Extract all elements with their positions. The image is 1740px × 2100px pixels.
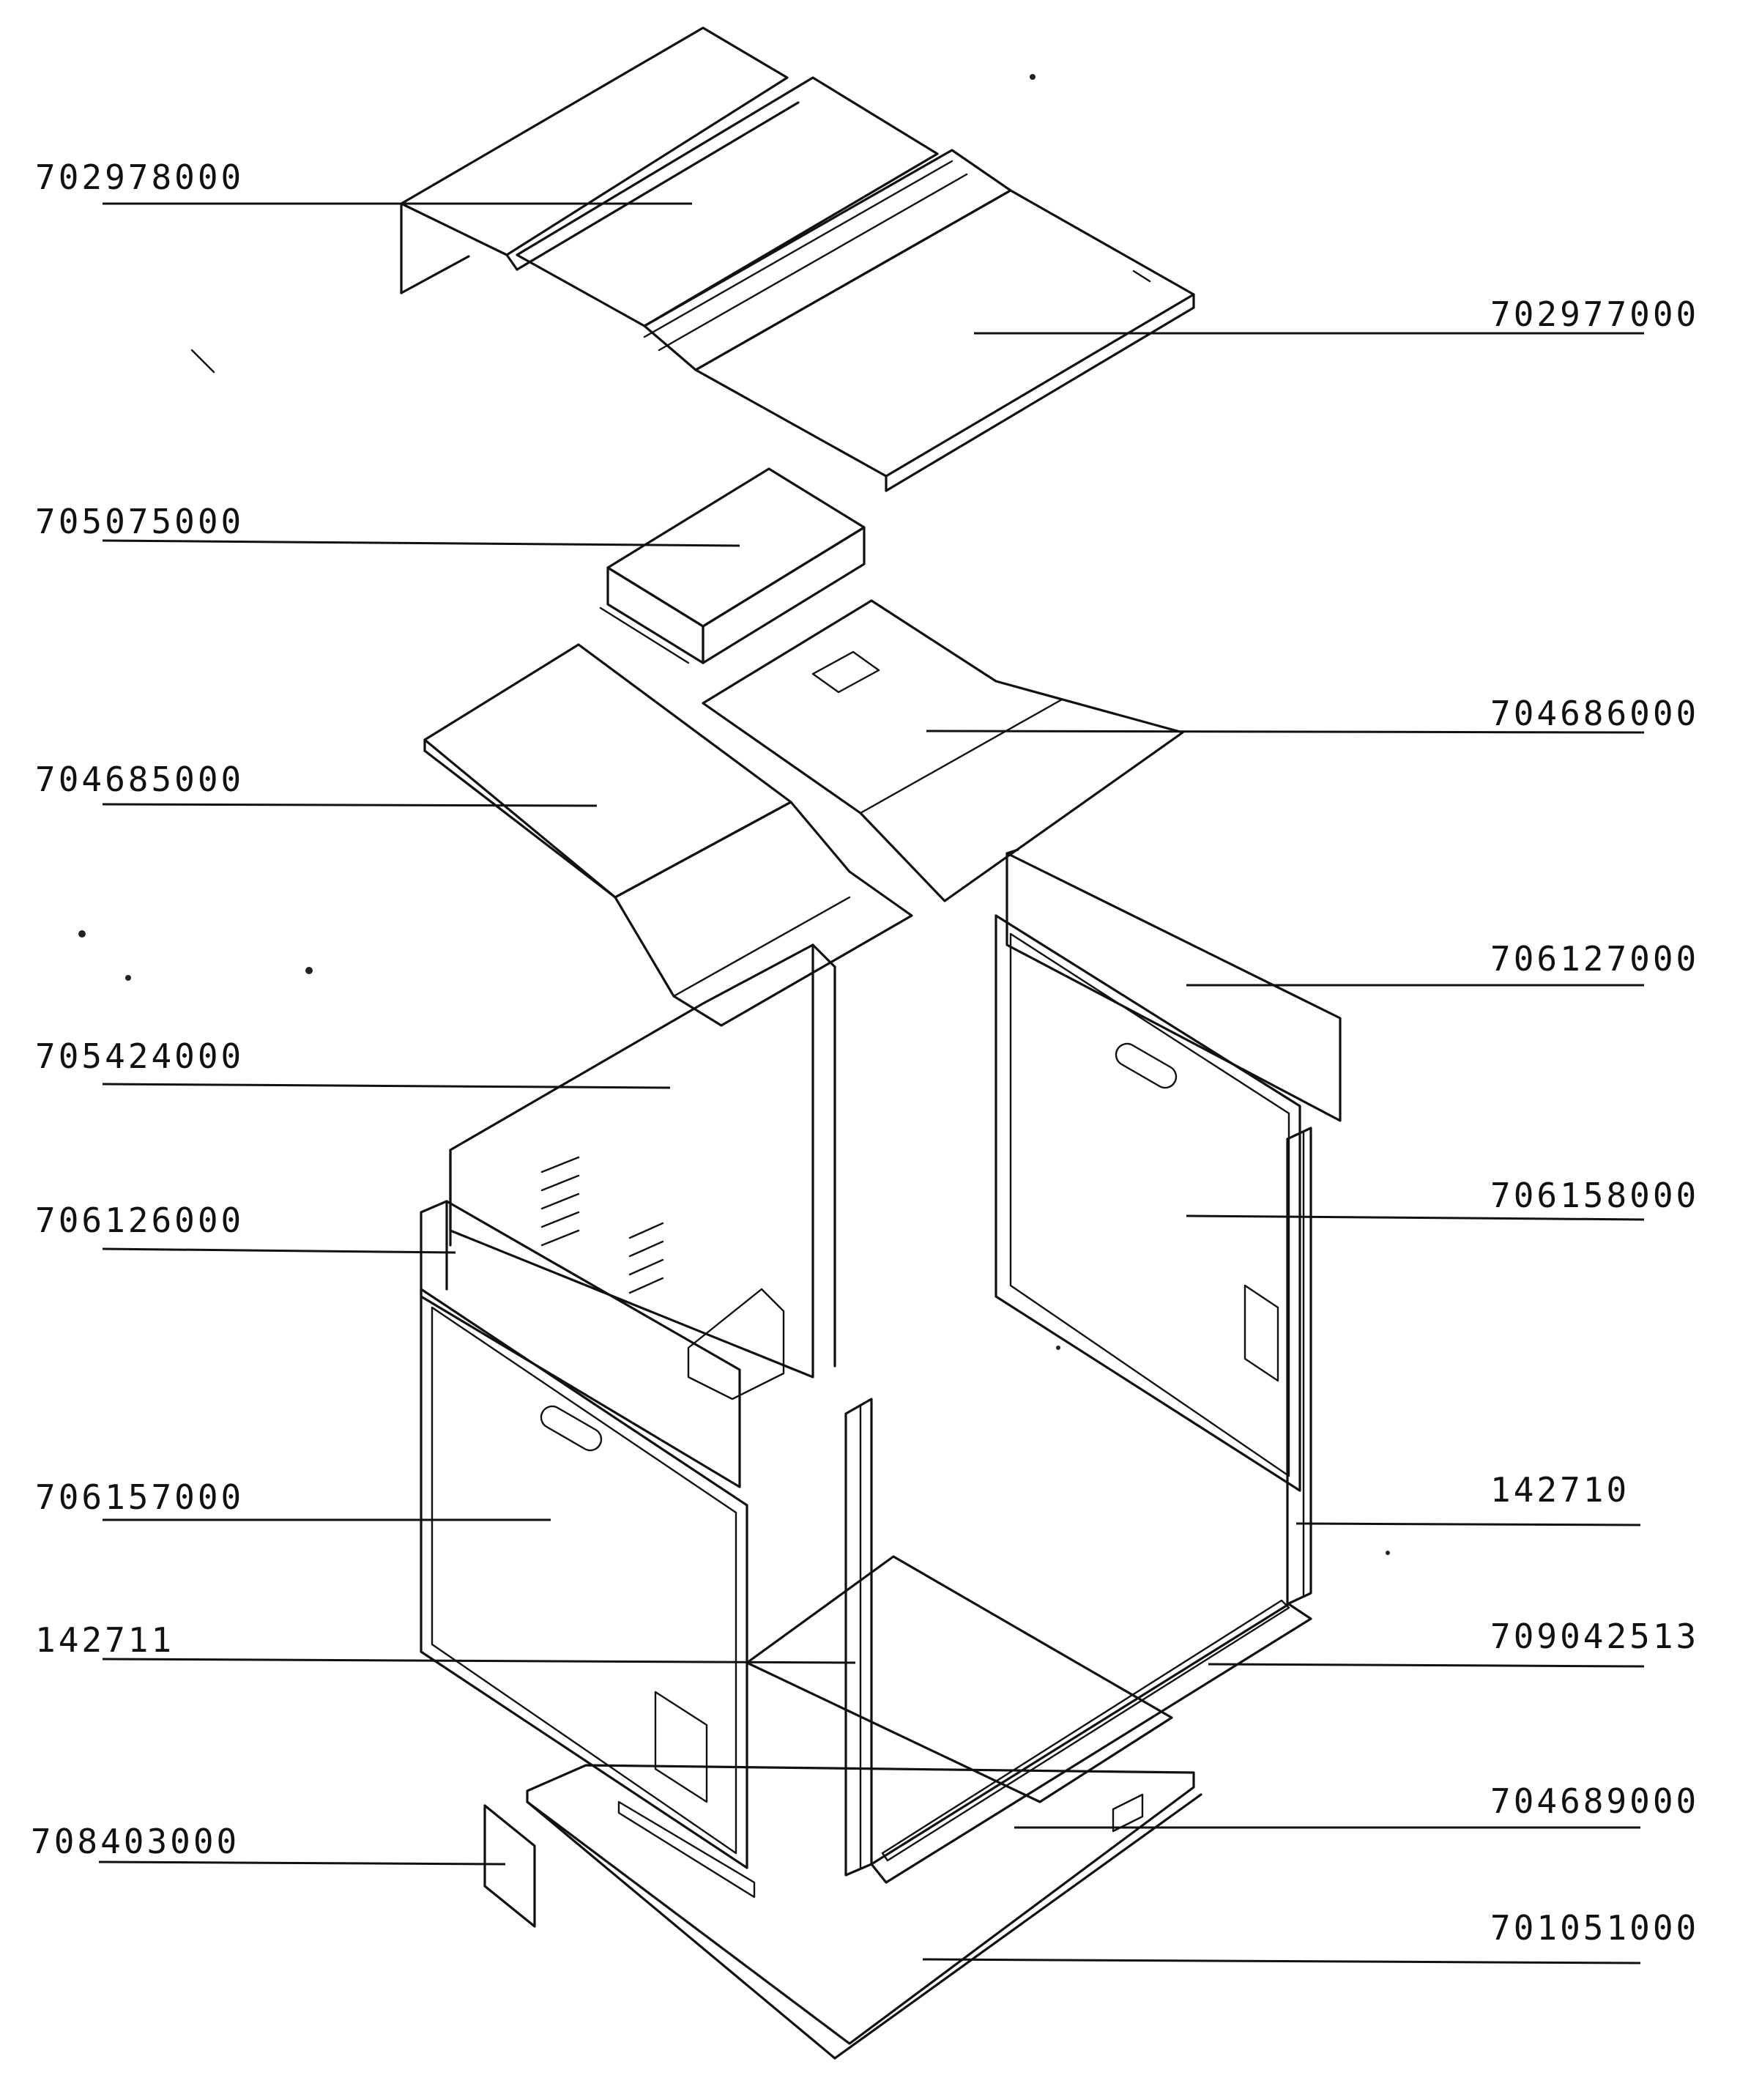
callout-708403000: 708403000 (31, 1822, 506, 1866)
callout-label: 704689000 (1490, 1781, 1699, 1821)
callout-label: 702977000 (1490, 294, 1699, 334)
callout-label: 709042513 (1490, 1617, 1699, 1656)
callout-label: 701051000 (1490, 1908, 1699, 1948)
callout-704689000: 704689000 (1014, 1781, 1699, 1829)
base-plate (526, 1764, 1202, 2060)
small-plate (483, 1804, 536, 1928)
callout-label: 702978000 (35, 157, 244, 197)
bottom-front-frame (746, 1555, 1312, 1884)
callout-label: 704685000 (35, 760, 244, 799)
front-vertical-trim (844, 1398, 873, 1877)
callout-label: 706126000 (35, 1201, 244, 1240)
callout-label: 706158000 (1490, 1176, 1699, 1215)
callout-704686000: 704686000 (926, 694, 1699, 734)
callout-142711: 142711 (35, 1620, 856, 1664)
rear-panel (449, 943, 836, 1400)
callout-704685000: 704685000 (35, 760, 598, 807)
control-box (599, 467, 866, 664)
callout-709042513: 709042513 (1208, 1617, 1699, 1668)
callout-706127000: 706127000 (1186, 939, 1699, 987)
callout-705075000: 705075000 (35, 502, 740, 547)
callout-label: 706157000 (35, 1477, 244, 1517)
callout-706158000: 706158000 (1186, 1176, 1699, 1221)
callout-701051000: 701051000 (922, 1908, 1699, 1964)
callout-label: 142710 (1490, 1470, 1629, 1510)
top-cover-rear-panel (400, 26, 800, 294)
callout-702978000: 702978000 (35, 157, 692, 205)
inner-top-right-panel (702, 599, 1184, 902)
right-vertical-trim (1286, 1127, 1312, 1606)
callout-label: 705075000 (35, 502, 244, 541)
callout-label: 705424000 (35, 1036, 244, 1076)
callout-706157000: 706157000 (35, 1477, 551, 1521)
callout-label: 706127000 (1490, 939, 1699, 979)
right-side-top-strip (1005, 848, 1342, 1122)
callout-label: 704686000 (1490, 694, 1699, 733)
callout-702977000: 702977000 (974, 294, 1699, 335)
callout-label: 708403000 (31, 1822, 239, 1861)
left-side-top-strip (420, 1200, 741, 1488)
left-side-panel (420, 1288, 748, 1869)
inner-top-left-panel (423, 643, 913, 1027)
callout-label: 142711 (35, 1620, 174, 1660)
callout-706126000: 706126000 (35, 1201, 456, 1254)
callout-705424000: 705424000 (35, 1036, 671, 1089)
callout-142710: 142710 (1295, 1470, 1641, 1526)
top-cover-front-panel (516, 76, 1195, 492)
right-side-panel (994, 914, 1301, 1492)
